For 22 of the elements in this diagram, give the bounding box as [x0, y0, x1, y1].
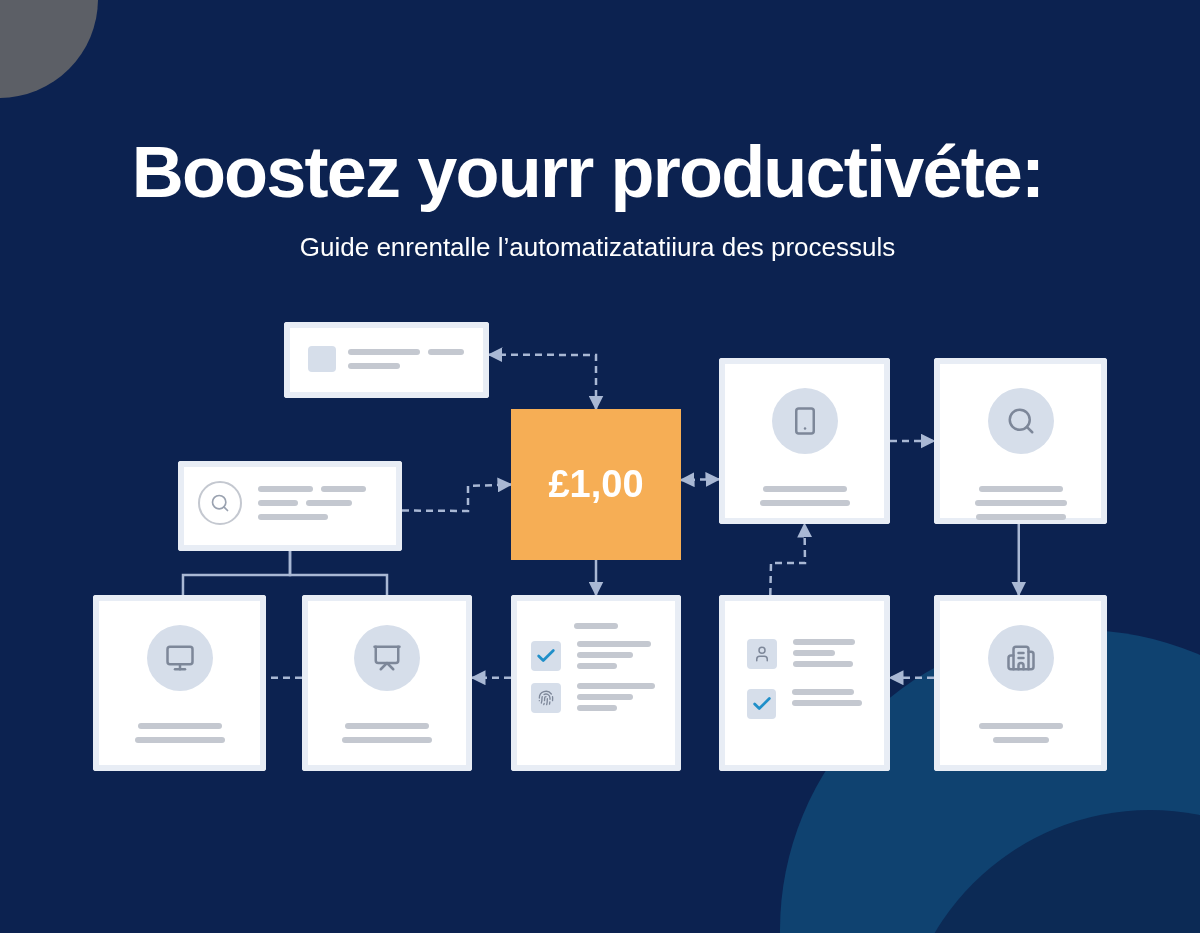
card: [719, 595, 890, 771]
arrow: [1011, 524, 1027, 597]
card: [93, 595, 266, 771]
card: [511, 595, 681, 771]
arrow: [470, 670, 511, 686]
card: [302, 595, 472, 771]
arrow: [402, 477, 513, 513]
arrow: [487, 347, 604, 411]
title: Boostez yourr productivéte:: [130, 131, 1045, 214]
highlight-box: [511, 409, 681, 560]
card: [934, 595, 1107, 771]
arrow: [888, 670, 934, 686]
subtitle: Guide enrentalle l’automatizatatiiura des processuls: [298, 231, 897, 264]
card: [934, 358, 1107, 524]
card: [284, 322, 489, 398]
price-text: £1,00: [548, 462, 644, 507]
arrow: [890, 433, 936, 449]
card: [178, 461, 402, 551]
connector-line: [288, 551, 389, 595]
arrow: [769, 522, 813, 596]
card: [719, 358, 890, 524]
arrow: [588, 560, 604, 597]
